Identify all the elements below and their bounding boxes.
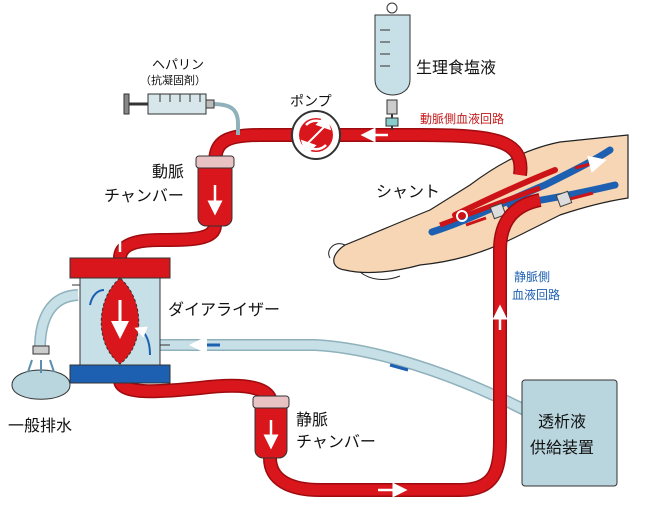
dialyzer-label: ダイアライザー	[168, 300, 281, 319]
venous-chamber	[252, 395, 290, 459]
heparin-label: ヘパリン	[152, 58, 205, 73]
venous-circuit-label-2: 血液回路	[512, 288, 561, 302]
venous-chamber-label-1: 静脈	[296, 410, 329, 429]
supply-label-2: 供給装置	[530, 438, 595, 457]
heparin-syringe	[123, 93, 240, 135]
arterial-chamber-label-2: チャンバー	[104, 186, 184, 205]
arterial-chamber-label-1: 動脈	[152, 162, 185, 181]
supply-label-1: 透析液	[538, 412, 587, 431]
arterial-blood-line	[113, 127, 528, 259]
blood-pump	[291, 110, 341, 160]
drain-basin	[11, 369, 71, 400]
arterial-chamber	[195, 155, 235, 227]
venous-circuit-label-1: 静脈側	[514, 270, 551, 284]
dialyzer	[69, 257, 171, 384]
heparin-note-label: （抗凝固剤）	[140, 74, 206, 87]
arterial-circuit-label: 動脈側血液回路	[420, 112, 505, 126]
drain-label: 一般排水	[8, 416, 73, 435]
saline-label: 生理食塩液	[416, 58, 497, 77]
arm	[328, 134, 629, 280]
pump-label: ポンプ	[290, 94, 332, 110]
shunt-label: シャント	[376, 182, 441, 201]
venous-chamber-label-2: チャンバー	[296, 432, 376, 451]
dialysate-supply-box	[521, 379, 618, 487]
saline-bag	[374, 2, 411, 130]
